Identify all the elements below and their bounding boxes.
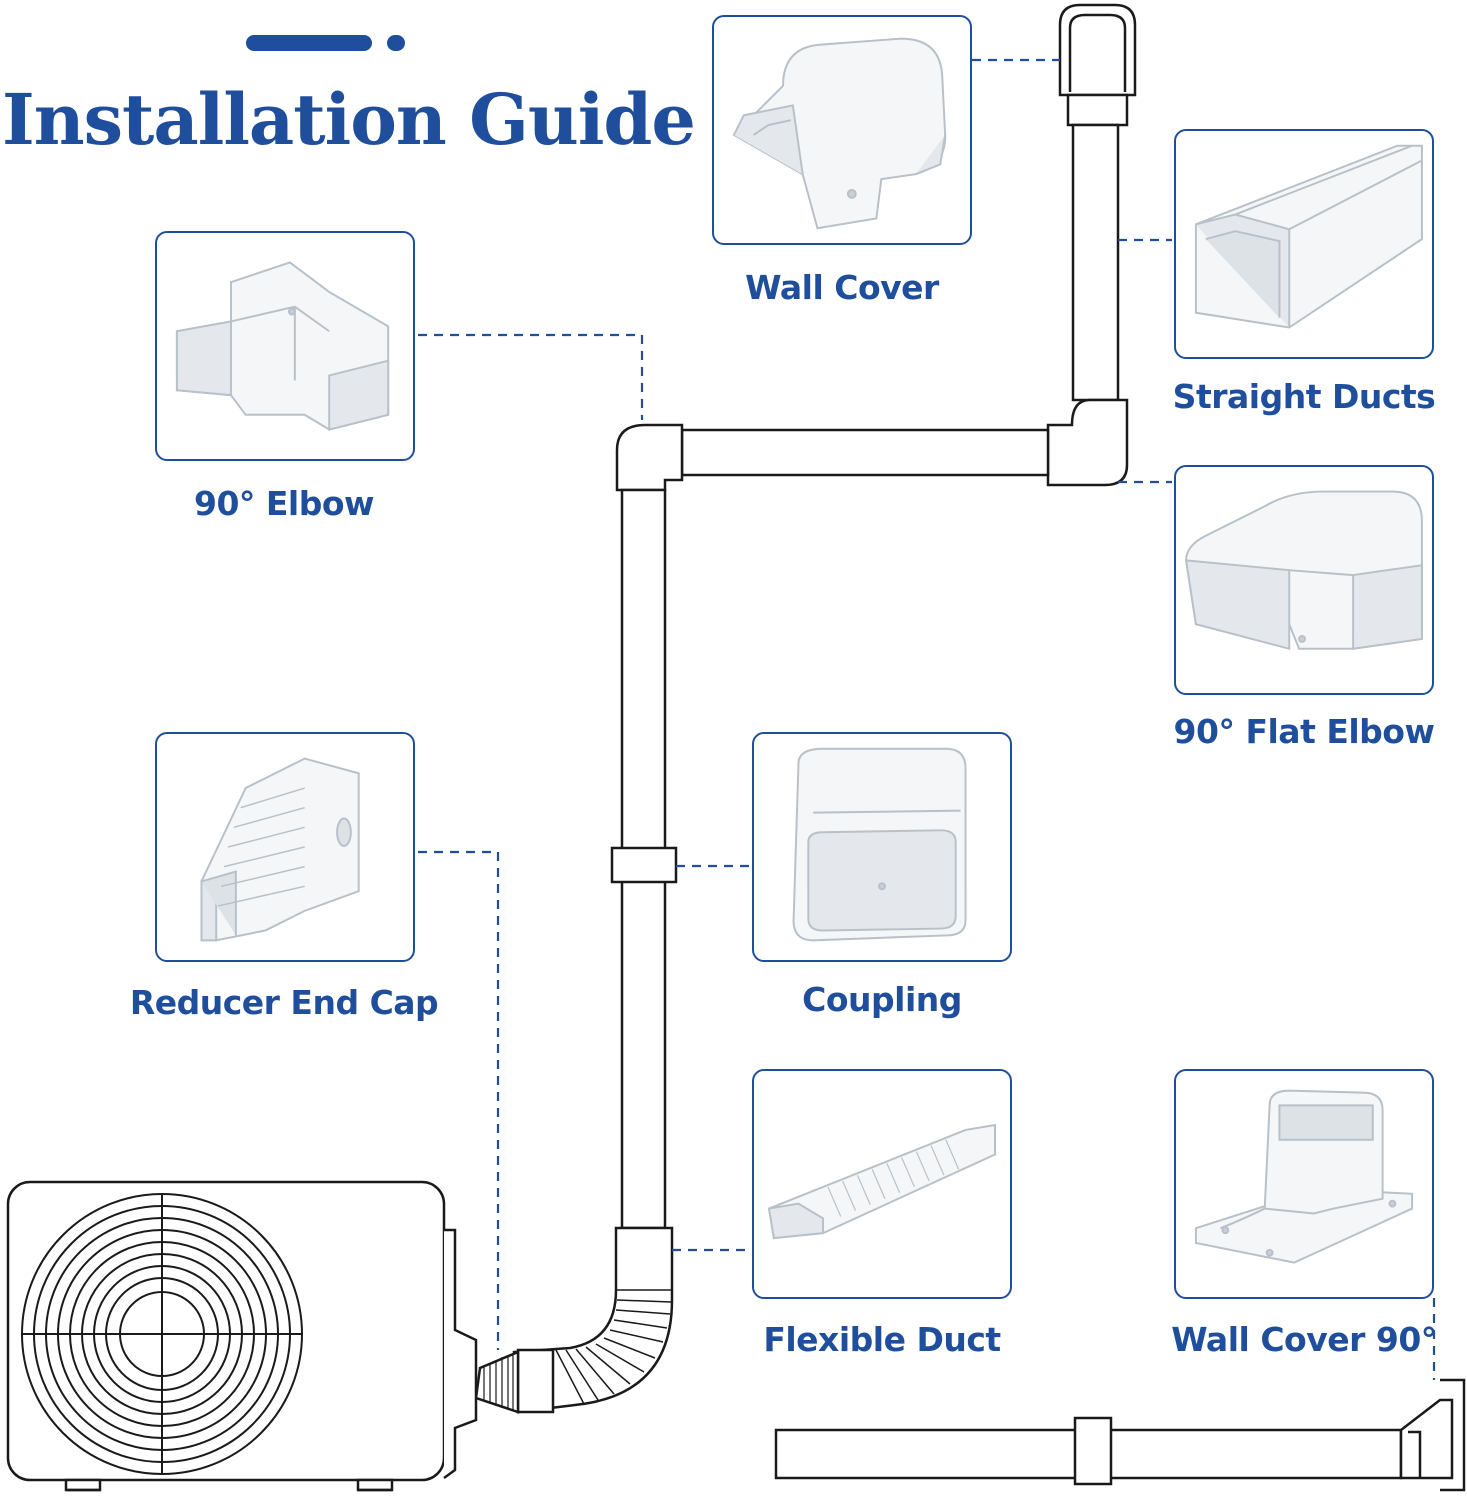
coupling-on-duct-shape xyxy=(610,846,678,884)
wall-cover-90-icon xyxy=(1194,1089,1414,1264)
elbow-90-icon xyxy=(175,261,390,431)
label-elbow-90: 90° Elbow xyxy=(193,484,375,523)
reducer-cone-shape xyxy=(474,1350,520,1414)
part-card-straight-ducts xyxy=(1174,129,1434,359)
label-wall-cover: Wall Cover xyxy=(745,268,939,307)
label-coupling: Coupling xyxy=(802,980,962,1019)
right-vertical-duct-shape xyxy=(1071,123,1120,402)
label-reducer-end-cap: Reducer End Cap xyxy=(129,983,439,1022)
part-card-reducer-end-cap xyxy=(155,732,415,962)
fan-grille xyxy=(21,1193,303,1475)
part-card-wall-cover-90 xyxy=(1174,1069,1434,1299)
title-accent-bar-long xyxy=(246,35,372,51)
wall-cover-top-shape xyxy=(1058,3,1137,97)
leader-elbow-90 xyxy=(418,333,644,420)
reducer-end-cap-icon xyxy=(200,757,360,942)
label-straight-ducts: Straight Ducts xyxy=(1172,377,1436,416)
coupling-icon xyxy=(792,747,967,942)
part-card-wall-cover xyxy=(712,15,972,245)
bottom-coupling-shape xyxy=(1073,1416,1113,1486)
horizontal-duct-shape xyxy=(680,428,1050,477)
label-flat-elbow-90: 90° Flat Elbow xyxy=(1173,712,1435,751)
flat-elbow-90-icon xyxy=(1184,490,1423,651)
wall-cover-icon xyxy=(732,37,947,230)
page-title: Installation Guide xyxy=(2,78,696,161)
leader-reducer-end-cap xyxy=(418,850,500,1350)
label-wall-cover-90: Wall Cover 90° xyxy=(1171,1320,1437,1359)
label-flexible-duct: Flexible Duct xyxy=(763,1320,1001,1359)
part-card-elbow-90 xyxy=(155,231,415,461)
bottom-wall-cover-90-shape xyxy=(1399,1398,1454,1480)
part-card-coupling xyxy=(752,732,1012,962)
part-card-flat-elbow-90 xyxy=(1174,465,1434,695)
top-left-elbow-shape xyxy=(615,423,684,492)
flexible-duct-icon xyxy=(767,1123,996,1240)
top-right-elbow-shape xyxy=(1046,398,1129,487)
title-accent-dot xyxy=(387,35,405,51)
part-card-flexible-duct xyxy=(752,1069,1012,1299)
straight-duct-icon xyxy=(1194,144,1423,329)
